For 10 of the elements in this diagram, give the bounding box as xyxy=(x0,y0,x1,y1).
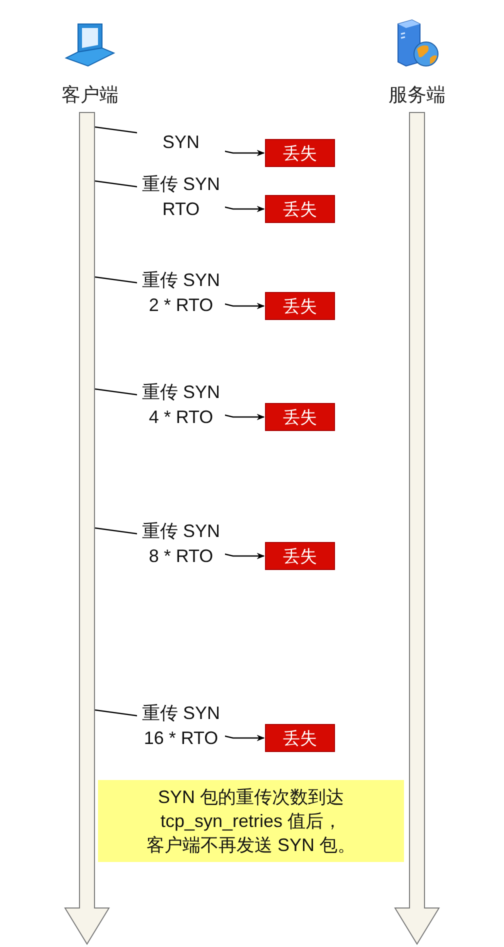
loss-box: 丢失 xyxy=(265,292,335,320)
note-box: SYN 包的重传次数到达 tcp_syn_retries 值后，客户端不再发送 SYN 包。 xyxy=(98,780,404,862)
loss-box: 丢失 xyxy=(265,195,335,223)
endpoint-label: 服务端 xyxy=(388,84,446,108)
loss-box: 丢失 xyxy=(265,724,335,752)
edge-label: SYN xyxy=(137,130,225,155)
loss-box: 丢失 xyxy=(265,139,335,167)
loss-box: 丢失 xyxy=(265,542,335,570)
loss-box: 丢失 xyxy=(265,403,335,431)
endpoint-label: 客户端 xyxy=(62,84,118,108)
